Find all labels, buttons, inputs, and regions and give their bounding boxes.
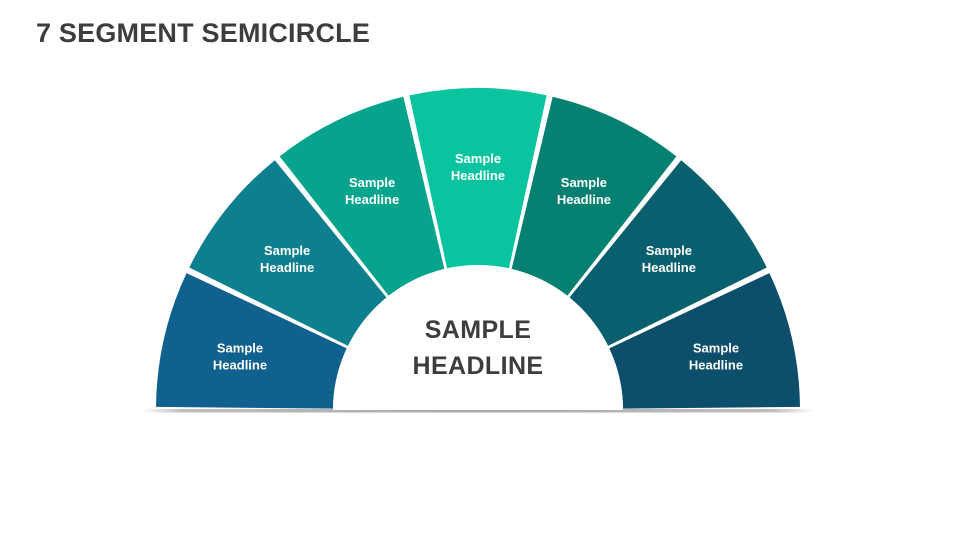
baseline-shadow [142,409,814,413]
segment-7[interactable] [609,273,800,409]
segment-1-label-line1: Sample [217,341,263,356]
segment-2-label-line1: Sample [264,243,310,258]
segment-1[interactable] [156,273,347,409]
center-hub [333,265,623,410]
segment-3[interactable] [279,96,445,296]
segment-5-label-line1: Sample [561,175,607,190]
page-title: 7 SEGMENT SEMICIRCLE [36,18,371,48]
segment-6-label-line2: Headline [642,260,696,275]
segment-4[interactable] [409,87,547,269]
segment-2[interactable] [189,160,387,346]
segment-6-label-line1: Sample [646,243,692,258]
segment-4-label-line1: Sample [455,151,501,166]
segment-7-label-line1: Sample [693,341,739,356]
segment-6[interactable] [569,160,767,346]
segments-group: SampleHeadlineSampleHeadlineSampleHeadli… [156,87,800,409]
segment-5-label-line2: Headline [557,192,611,207]
segment-3-label-line1: Sample [349,175,395,190]
segment-4-label-line2: Headline [451,168,505,183]
segment-7-label-line2: Headline [689,358,743,373]
segment-5[interactable] [511,96,677,296]
segment-3-label-line2: Headline [345,192,399,207]
center-headline-line2: HEADLINE [413,352,544,380]
segment-2-label-line2: Headline [260,260,314,275]
segment-1-label-line2: Headline [213,358,267,373]
center-headline-line1: SAMPLE [425,316,532,344]
